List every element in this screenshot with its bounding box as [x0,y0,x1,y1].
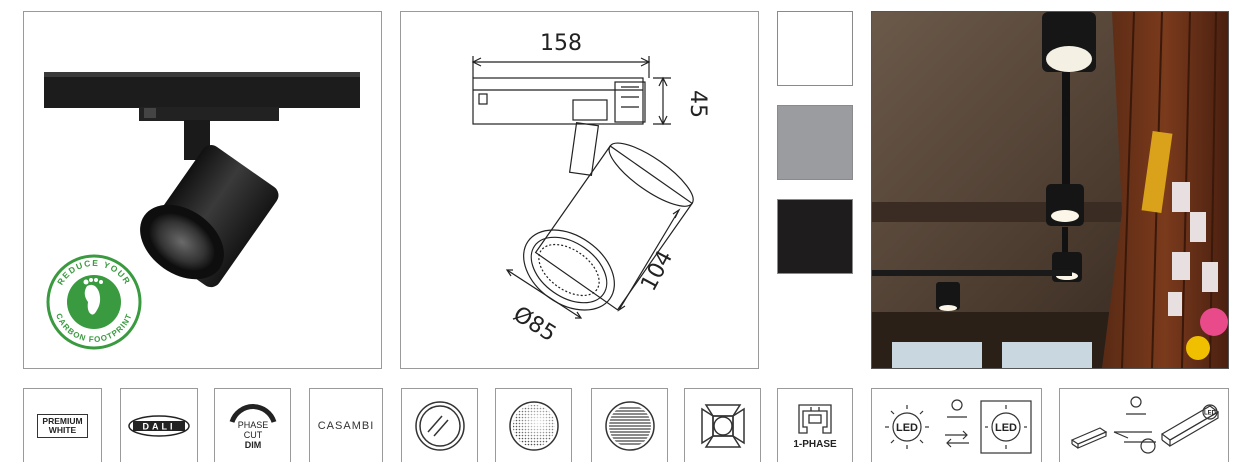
dimension-drawing-panel: 158 45 104 Ø85 [400,11,759,369]
phase-cut-icon-box: PHASE CUT DIM [214,388,291,462]
driver-led-badge: LED [1204,410,1217,416]
led-right-label: LED [995,422,1017,434]
driver-replaceable-icon-box: LED [1059,388,1229,462]
width-dimension: 158 [540,31,582,56]
premium-white-line1: PREMIUM [42,415,83,426]
dali-icon: DALI [128,414,190,437]
premium-white-icon: PREMIUM WHITE [37,413,88,438]
color-swatch-grey[interactable] [777,105,853,180]
led-replaceable-icon: LED LED [884,398,1032,454]
one-phase-label: 1-PHASE [793,439,837,450]
track-spotlight-photo: REDUCE YOUR CARBON FOOTPRINT [44,72,360,350]
phase-cut-dim-icon: PHASE CUT DIM [229,403,276,450]
linear-louvre-icon-box [591,388,668,462]
diameter-dimension: Ø85 [509,302,561,347]
dim-label: DIM [244,440,261,450]
barn-doors-icon-box [684,388,761,462]
honeycomb-louvre-icon [508,400,559,451]
premium-white-line2: WHITE [48,424,77,435]
product-photo-panel: REDUCE YOUR CARBON FOOTPRINT [23,11,382,369]
dali-icon-box: DALI [120,388,198,462]
dimension-drawing: 158 45 104 Ø85 [471,31,710,347]
clear-lens-icon [414,400,465,451]
length-dimension: 104 [636,247,678,296]
color-swatch-white[interactable] [777,11,853,86]
led-left-label: LED [896,422,918,434]
led-replaceable-icon-box: LED LED [871,388,1042,462]
barn-doors-icon [700,403,745,448]
ambience-photo-panel [871,11,1229,369]
one-phase-icon-box: 1-PHASE [777,388,853,462]
clear-lens-icon-box [401,388,478,462]
premium-white-icon-box: PREMIUM WHITE [23,388,102,462]
phase-label: PHASE [237,420,268,430]
cut-label: CUT [243,430,262,440]
honeycomb-icon-box [495,388,572,462]
track-profile-icon [798,404,832,434]
linear-louvre-icon [604,400,655,451]
driver-replaceable-icon: LED [1070,395,1220,454]
color-swatch-black[interactable] [777,199,853,274]
dali-label: DALI [143,421,176,431]
casambi-icon-box: CASAMBI [309,388,383,462]
casambi-logo: CASAMBI [317,419,375,432]
installation-photo [872,12,1228,368]
carbon-footprint-badge: REDUCE YOUR CARBON FOOTPRINT [46,254,142,350]
height-dimension: 45 [685,90,710,118]
